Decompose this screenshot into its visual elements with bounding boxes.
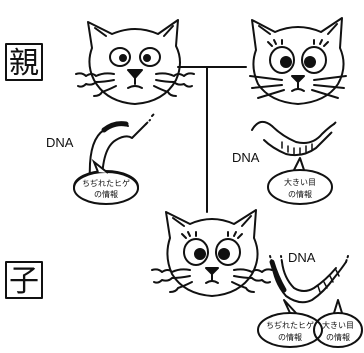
child-bubble-left-line2: の情報 xyxy=(278,332,302,342)
father-bubble-line2: の情報 xyxy=(94,189,118,199)
child-bubble-right-line2: の情報 xyxy=(326,332,350,342)
child-label: 子 xyxy=(9,264,39,299)
father-bubble-body xyxy=(74,172,138,204)
child-bubble-left-line1: ちぢれたヒゲ xyxy=(266,320,314,330)
child-dna-label: DNA xyxy=(288,250,316,265)
parent-label: 親 xyxy=(9,46,39,81)
mother-bubble-line1: 大きい目 xyxy=(284,177,316,187)
mother-cat-face xyxy=(250,18,346,104)
father-bubble-line1: ちぢれたヒゲ xyxy=(82,178,130,188)
mother-bubble-line2: の情報 xyxy=(288,189,312,199)
father-cat-face xyxy=(76,20,194,104)
mother-dna-strand xyxy=(252,122,336,155)
father-dna-label: DNA xyxy=(46,135,74,150)
mother-dna-label: DNA xyxy=(232,150,260,165)
child-bubble-right-line1: 大きい目 xyxy=(322,320,354,330)
child-cat-face xyxy=(152,210,272,296)
